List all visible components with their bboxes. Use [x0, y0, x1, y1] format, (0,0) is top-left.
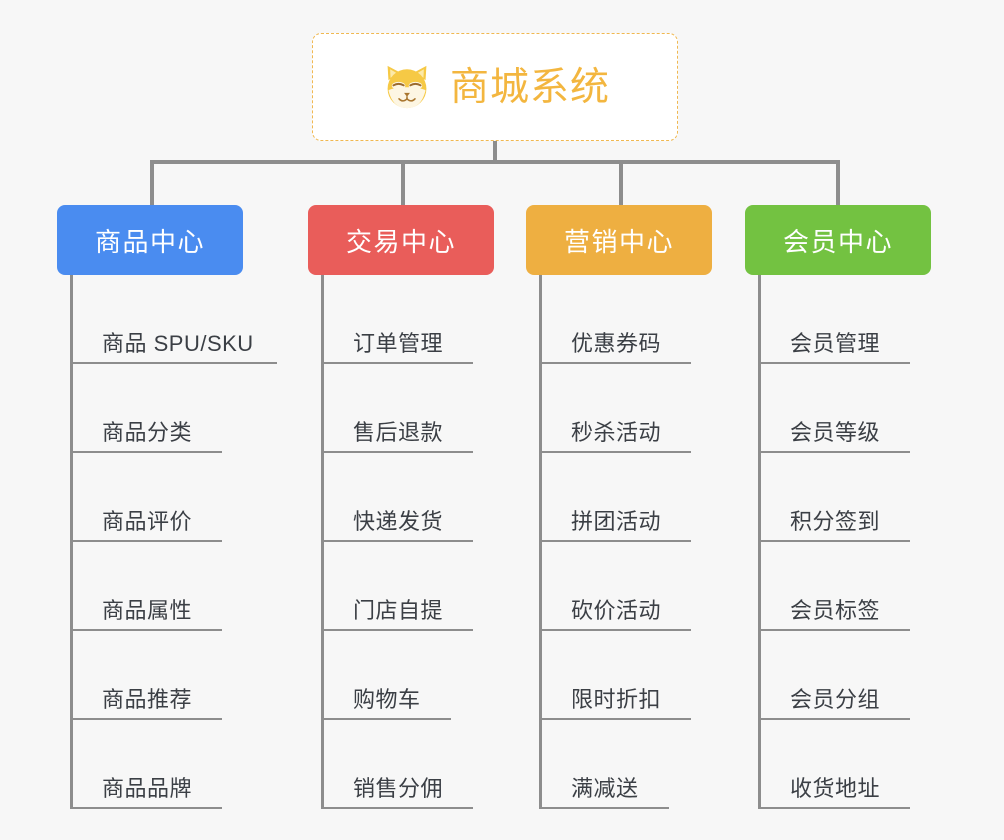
- connector-drop-3: [619, 160, 623, 207]
- leaf-item[interactable]: 会员等级: [758, 364, 910, 453]
- leaf-label: 门店自提: [353, 598, 444, 623]
- leaf-label: 拼团活动: [571, 509, 662, 534]
- leaf-label: 会员标签: [790, 598, 881, 623]
- leaf-label: 购物车: [353, 687, 421, 712]
- leaf-item[interactable]: 会员分组: [758, 631, 910, 720]
- leaf-spine: [758, 275, 761, 809]
- leaf-item[interactable]: 会员标签: [758, 542, 910, 631]
- leaf-label: 积分签到: [790, 509, 881, 534]
- leaf-label: 商品属性: [102, 598, 193, 623]
- leaf-item[interactable]: 限时折扣: [539, 631, 691, 720]
- leaf-label: 限时折扣: [571, 687, 662, 712]
- leaf-label: 会员管理: [790, 331, 881, 356]
- leaf-label: 会员等级: [790, 420, 881, 445]
- leaf-item[interactable]: 订单管理: [321, 275, 473, 364]
- branch-label: 会员中心: [782, 226, 893, 257]
- leaf-spine: [539, 275, 542, 809]
- root-title: 商城系统: [449, 65, 610, 109]
- leaf-label: 订单管理: [353, 331, 444, 356]
- leaf-label: 商品评价: [102, 509, 193, 534]
- connector-root-stem: [493, 141, 497, 162]
- connector-drop-1: [150, 160, 154, 207]
- leaf-label: 优惠券码: [571, 331, 662, 356]
- leaf-item[interactable]: 商品推荐: [70, 631, 222, 720]
- leaf-item[interactable]: 购物车: [321, 631, 451, 720]
- leaf-item[interactable]: 快递发货: [321, 453, 473, 542]
- leaf-label: 商品推荐: [102, 687, 193, 712]
- branch-label: 商品中心: [94, 226, 205, 257]
- leaf-item[interactable]: 会员管理: [758, 275, 910, 364]
- leaf-item[interactable]: 门店自提: [321, 542, 473, 631]
- leaf-spine: [321, 275, 324, 809]
- connector-drop-2: [401, 160, 405, 207]
- leaf-label: 销售分佣: [353, 776, 444, 801]
- leaf-label: 商品 SPU/SKU: [102, 331, 254, 356]
- leaf-label: 商品品牌: [102, 776, 193, 801]
- branch-label: 交易中心: [345, 226, 456, 257]
- branch-box-transaction-center[interactable]: 交易中心: [308, 205, 494, 275]
- root-node[interactable]: 商城系统: [312, 33, 678, 141]
- leaf-item[interactable]: 商品品牌: [70, 720, 222, 809]
- leaf-item[interactable]: 商品分类: [70, 364, 222, 453]
- leaf-label: 秒杀活动: [571, 420, 662, 445]
- leaf-label: 满减送: [571, 776, 639, 801]
- leaf-item[interactable]: 积分签到: [758, 453, 910, 542]
- leaf-item[interactable]: 收货地址: [758, 720, 910, 809]
- branch-label: 营销中心: [563, 226, 674, 257]
- shiba-dog-icon: [380, 60, 434, 114]
- branch-box-product-center[interactable]: 商品中心: [57, 205, 243, 275]
- leaf-item[interactable]: 优惠券码: [539, 275, 691, 364]
- branch-box-marketing-center[interactable]: 营销中心: [526, 205, 712, 275]
- leaf-item[interactable]: 商品属性: [70, 542, 222, 631]
- leaf-item[interactable]: 商品评价: [70, 453, 222, 542]
- leaf-item[interactable]: 拼团活动: [539, 453, 691, 542]
- leaf-spine: [70, 275, 73, 809]
- branch-box-member-center[interactable]: 会员中心: [745, 205, 931, 275]
- leaf-label: 砍价活动: [571, 598, 662, 623]
- leaf-item[interactable]: 满减送: [539, 720, 669, 809]
- leaf-label: 售后退款: [353, 420, 444, 445]
- leaf-item[interactable]: 售后退款: [321, 364, 473, 453]
- leaf-label: 商品分类: [102, 420, 193, 445]
- leaf-label: 会员分组: [790, 687, 881, 712]
- leaf-item[interactable]: 商品 SPU/SKU: [70, 275, 277, 364]
- leaf-item[interactable]: 销售分佣: [321, 720, 473, 809]
- leaf-item[interactable]: 秒杀活动: [539, 364, 691, 453]
- leaf-label: 快递发货: [353, 509, 444, 534]
- leaf-item[interactable]: 砍价活动: [539, 542, 691, 631]
- connector-trunk: [150, 160, 838, 164]
- connector-drop-4: [836, 160, 840, 207]
- leaf-label: 收货地址: [790, 776, 881, 801]
